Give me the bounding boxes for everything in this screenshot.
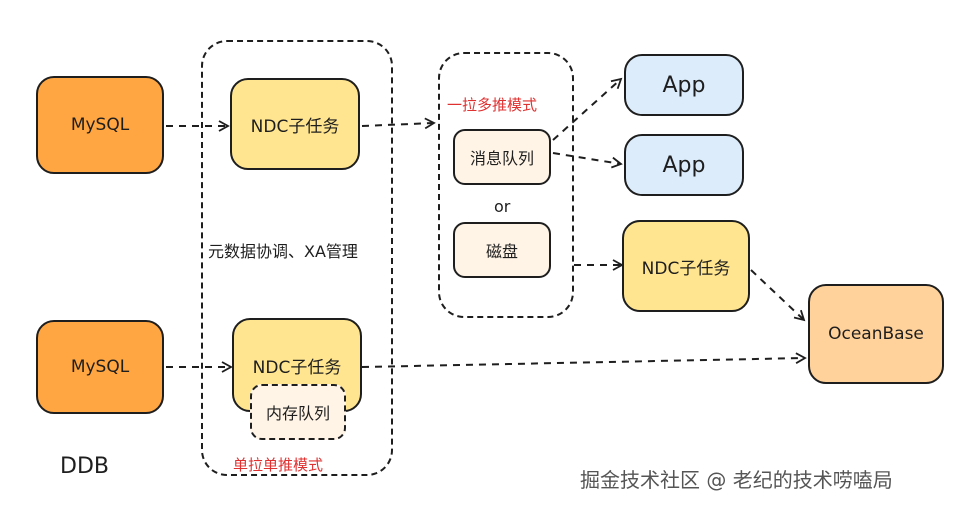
ndc-subtask-top: NDC子任务 [230, 78, 360, 170]
arrow-msg-queue-to-app1 [552, 77, 623, 141]
mysql-source-top: MySQL [36, 76, 164, 174]
memory-queue-label: 内存队列 [265, 404, 330, 423]
disk-label: 磁盘 [485, 242, 518, 261]
arrow-ndc-right-to-oceanbase [750, 269, 806, 322]
message-queue: 消息队列 [453, 129, 551, 185]
app2-label: App [662, 152, 706, 178]
ndc-right-label: NDC子任务 [641, 258, 731, 279]
app-consumer-2: App [624, 134, 744, 196]
queue-group-container [438, 52, 574, 318]
message-queue-label: 消息队列 [469, 149, 534, 168]
arrow-ndc-bottom-to-oceanbase [361, 352, 807, 368]
watermark-text: 掘金技术社区 @ 老纪的技术唠嗑局 [580, 468, 893, 492]
or-label: or [494, 197, 511, 216]
ddb-label: DDB [60, 454, 109, 479]
single-pull-single-push-label: 单拉单推模式 [233, 456, 324, 474]
ndc-group-container [201, 40, 393, 476]
memory-queue: 内存队列 [250, 384, 346, 440]
app1-label: App [662, 72, 706, 98]
app-consumer-1: App [624, 54, 744, 116]
disk-storage: 磁盘 [453, 222, 551, 278]
mysql-source-bottom: MySQL [36, 320, 164, 414]
oceanbase-label: OceanBase [828, 324, 924, 344]
ndc-bottom-label: NDC子任务 [252, 358, 342, 378]
ndc-top-label: NDC子任务 [250, 116, 340, 137]
mysql-bottom-label: MySQL [70, 357, 130, 377]
mysql-top-label: MySQL [70, 115, 130, 135]
ndc-subtask-right: NDC子任务 [622, 220, 750, 312]
oceanbase-target: OceanBase [808, 284, 944, 384]
arrow-msg-queue-to-app2 [552, 152, 623, 169]
metadata-coordination-label: 元数据协调、XA管理 [208, 242, 358, 261]
single-pull-multi-push-label: 一拉多推模式 [447, 96, 538, 114]
